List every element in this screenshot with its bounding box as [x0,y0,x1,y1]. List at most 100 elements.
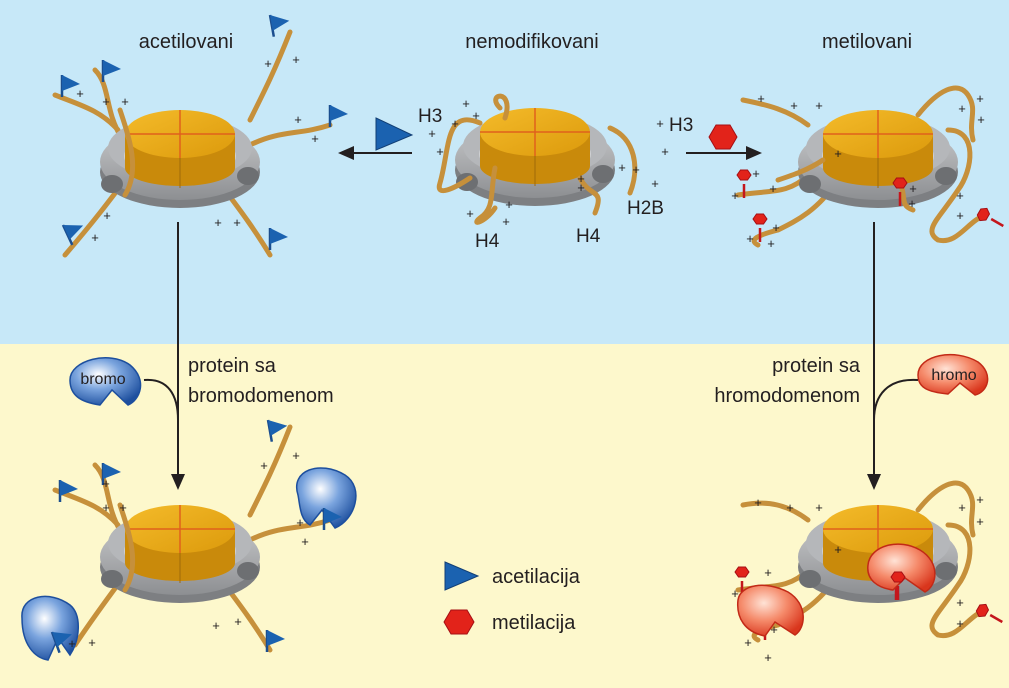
acetylated-title: acetilovani [139,31,234,53]
positive-charge: + [956,208,964,223]
positive-charge: + [301,534,309,549]
bromo-protein-bound-right [295,467,357,532]
h3-left-label: H3 [418,106,442,127]
acetylated-nucleosome [52,29,333,258]
chromo-protein-bound-left [737,584,804,637]
positive-charge: + [119,500,127,515]
positive-charge: + [264,56,272,71]
positive-charge: + [102,476,110,491]
positive-charge: + [428,126,436,141]
positive-charge: + [88,635,96,650]
positive-charge: + [769,181,777,196]
positive-charge: + [815,98,823,113]
bromo-bound-nucleosome [52,424,333,653]
h3-right-label: H3 [669,115,693,136]
positive-charge: + [815,500,823,515]
bromo-caption-line2: bromodomenom [188,385,334,407]
positive-charge: + [757,91,765,106]
positive-charge: + [103,208,111,223]
methylation-marker-icon [708,124,738,150]
unmodified-title: nemodifikovani [465,31,598,53]
legend-acetylation-label: acetilacija [492,566,581,588]
positive-charge: + [212,618,220,633]
methylated-title: metilovani [822,31,912,53]
positive-charge: + [234,614,242,629]
positive-charge: + [656,116,664,131]
positive-charge: + [502,214,510,229]
arrow-methylated-down [867,222,919,490]
positive-charge: + [764,565,772,580]
positive-charge: + [451,116,459,131]
positive-charge: + [958,500,966,515]
positive-charge: + [76,86,84,101]
h4-right-label: H4 [576,226,601,247]
positive-charge: + [651,176,659,191]
positive-charge: + [436,144,444,159]
positive-charge: + [834,146,842,161]
positive-charge: + [976,91,984,106]
positive-charge: + [214,215,222,230]
positive-charge: + [311,131,319,146]
chromo-tag-label: hromo [931,367,976,384]
positive-charge: + [772,220,780,235]
methylated-nucleosome [735,85,989,248]
positive-charge: + [102,500,110,515]
positive-charge: + [292,52,300,67]
positive-charge: + [956,188,964,203]
positive-charge: + [121,94,129,109]
arrow-acetylated-down [143,222,185,490]
bromo-tag-label: bromo [80,371,125,388]
legend-methylation-icon [443,609,475,635]
legend: acetilacija metilacija [443,561,581,635]
positive-charge: + [466,206,474,221]
positive-charge: + [661,144,669,159]
positive-charge: + [505,197,513,212]
h2b-label: H2B [627,198,664,219]
positive-charge: + [618,160,626,175]
positive-charge: + [632,162,640,177]
free-bromo-protein: bromo [69,357,142,406]
h4-left-label: H4 [475,231,500,252]
positive-charge: + [577,180,585,195]
positive-charge: + [294,112,302,127]
positive-charge: + [91,230,99,245]
positive-charge: + [292,448,300,463]
arrow-to-methylated [686,146,762,160]
positive-charge: + [296,515,304,530]
positive-charge: + [260,458,268,473]
positive-charges: + + + + + + + + + + + + + + + + + + + + + + + + + + + + + + + + + + + + + + + +… [68,52,985,665]
positive-charge: + [746,231,754,246]
positive-charge: + [68,636,76,651]
positive-charge: + [770,622,778,637]
positive-charge: + [744,635,752,650]
positive-charge: + [786,500,794,515]
chromo-protein-bound-center [867,543,936,602]
positive-charge: + [767,236,775,251]
acetylation-marker-icon [375,117,414,151]
bromo-caption-line1: protein sa [188,355,277,377]
positive-charge: + [764,650,772,665]
positive-charge: + [976,514,984,529]
positive-charge: + [977,112,985,127]
positive-charge: + [752,166,760,181]
positive-charge: + [462,96,470,111]
bromo-protein-bound-left [21,595,79,661]
positive-charge: + [958,101,966,116]
positive-charge: + [731,586,739,601]
chromo-caption-line1: protein sa [772,355,861,377]
positive-charge: + [102,94,110,109]
positive-charge: + [754,495,762,510]
chromo-caption-line2: hromodomenom [714,385,860,407]
arrow-to-acetylated [338,146,412,160]
legend-methylation-label: metilacija [492,612,576,634]
positive-charge: + [956,616,964,631]
positive-charge: + [790,98,798,113]
legend-acetylation-icon [444,561,480,591]
positive-charge: + [731,188,739,203]
positive-charge: + [976,492,984,507]
free-chromo-protein: hromo [917,354,989,396]
positive-charge: + [472,108,480,123]
positive-charge: + [908,196,916,211]
